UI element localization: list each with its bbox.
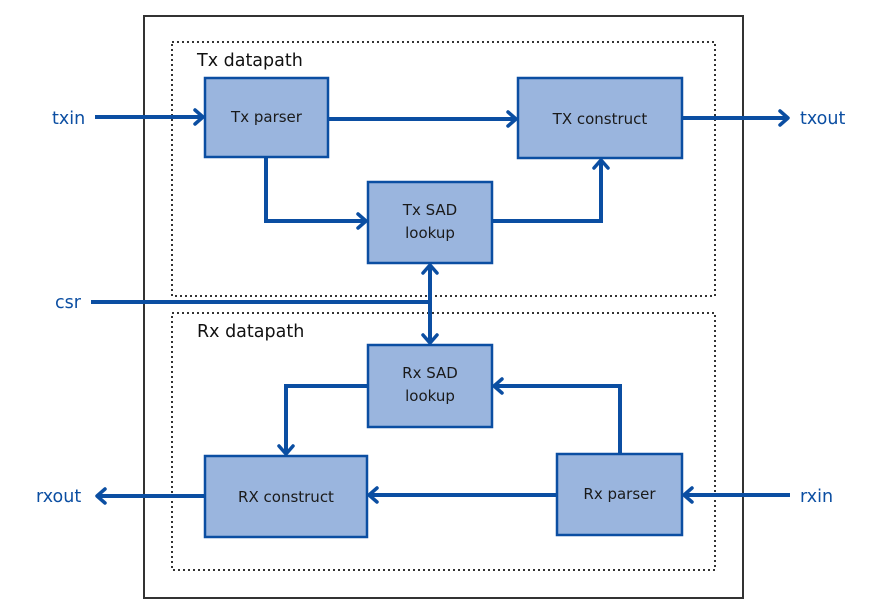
block-tx-sad-label-line1: Tx SAD bbox=[402, 201, 457, 219]
block-rx-parser-label: Rx parser bbox=[583, 485, 656, 503]
arrowhead-rx-parser-in bbox=[682, 486, 694, 504]
tx-datapath-region bbox=[171, 41, 716, 297]
wire-tx-sad-to-tx-construct bbox=[492, 161, 603, 223]
wire-tx-parser-to-tx-sad bbox=[264, 157, 365, 223]
block-tx-sad-lookup: Tx SAD lookup bbox=[366, 180, 494, 265]
arrowhead-rxout bbox=[95, 487, 107, 505]
rx-datapath-region bbox=[171, 312, 716, 571]
port-txout-label: txout bbox=[800, 109, 845, 129]
block-rx-sad-lookup: Rx SAD lookup bbox=[366, 343, 494, 429]
block-tx-sad-label-line2: lookup bbox=[405, 224, 455, 242]
block-rx-construct-label: RX construct bbox=[238, 488, 334, 506]
port-csr-label: csr bbox=[55, 293, 82, 313]
port-rxout-label: rxout bbox=[36, 487, 81, 507]
wire-rx-sad-to-rx-construct bbox=[284, 384, 368, 453]
wire-rx-parser-to-rx-sad bbox=[495, 384, 622, 454]
arrowhead-tx-sad-in bbox=[356, 212, 368, 230]
block-tx-parser-label: Tx parser bbox=[230, 108, 303, 126]
arrowhead-tx-parser-in bbox=[193, 108, 205, 126]
block-rx-construct: RX construct bbox=[203, 454, 369, 539]
arrowhead-rx-sad-in bbox=[492, 377, 504, 395]
module-boundary bbox=[143, 15, 744, 599]
block-rx-sad-label-line1: Rx SAD bbox=[402, 364, 458, 382]
arrowhead-tx-construct-in bbox=[506, 110, 518, 128]
block-tx-construct: TX construct bbox=[516, 76, 684, 160]
port-txin-label: txin bbox=[52, 109, 85, 129]
arrowhead-csr-to-tx-sad bbox=[421, 263, 439, 275]
arrowhead-rx-construct-top-in bbox=[277, 444, 295, 456]
arrowhead-csr-to-rx-sad bbox=[421, 333, 439, 345]
arrowhead-tx-construct-bottom-in bbox=[592, 158, 610, 170]
block-rx-sad-label-line2: lookup bbox=[405, 387, 455, 405]
block-tx-construct-label: TX construct bbox=[552, 110, 648, 128]
arrowhead-rx-construct-in bbox=[367, 486, 379, 504]
tx-datapath-label: Tx datapath bbox=[196, 51, 303, 71]
rx-datapath-label: Rx datapath bbox=[197, 322, 304, 342]
port-rxin-label: rxin bbox=[800, 487, 833, 507]
block-tx-parser: Tx parser bbox=[203, 76, 330, 159]
arrowhead-txout bbox=[778, 109, 790, 127]
block-rx-parser: Rx parser bbox=[555, 452, 684, 537]
